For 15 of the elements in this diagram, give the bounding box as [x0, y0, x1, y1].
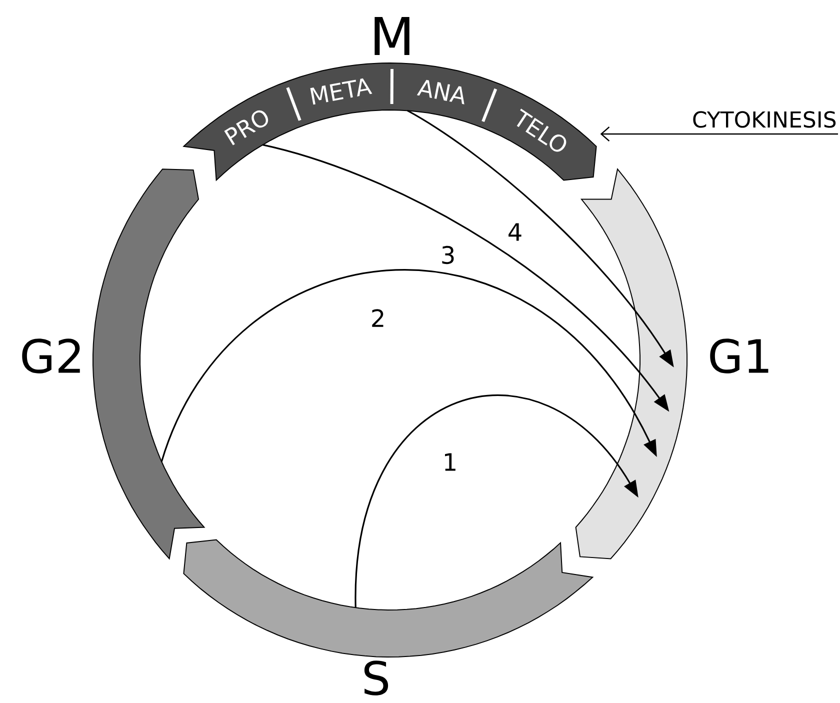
arrow: [354, 394, 638, 608]
node-label: G1: [710, 338, 768, 374]
edge-label: 3: [439, 244, 457, 266]
phase-label: PRO: [224, 110, 268, 146]
edge-label: 1: [441, 452, 459, 472]
edge-label: 2: [369, 308, 387, 328]
phase-label: CYTOKINESIS: [693, 111, 836, 128]
arrow: [600, 126, 838, 142]
node-label: M: [374, 17, 410, 55]
phase-label: META: [310, 78, 372, 105]
arrow: [160, 270, 657, 462]
node-label: S: [364, 660, 388, 696]
edge-label: 4: [506, 222, 524, 242]
phase-label: ANA: [416, 80, 464, 104]
node-label: G2: [22, 338, 80, 374]
